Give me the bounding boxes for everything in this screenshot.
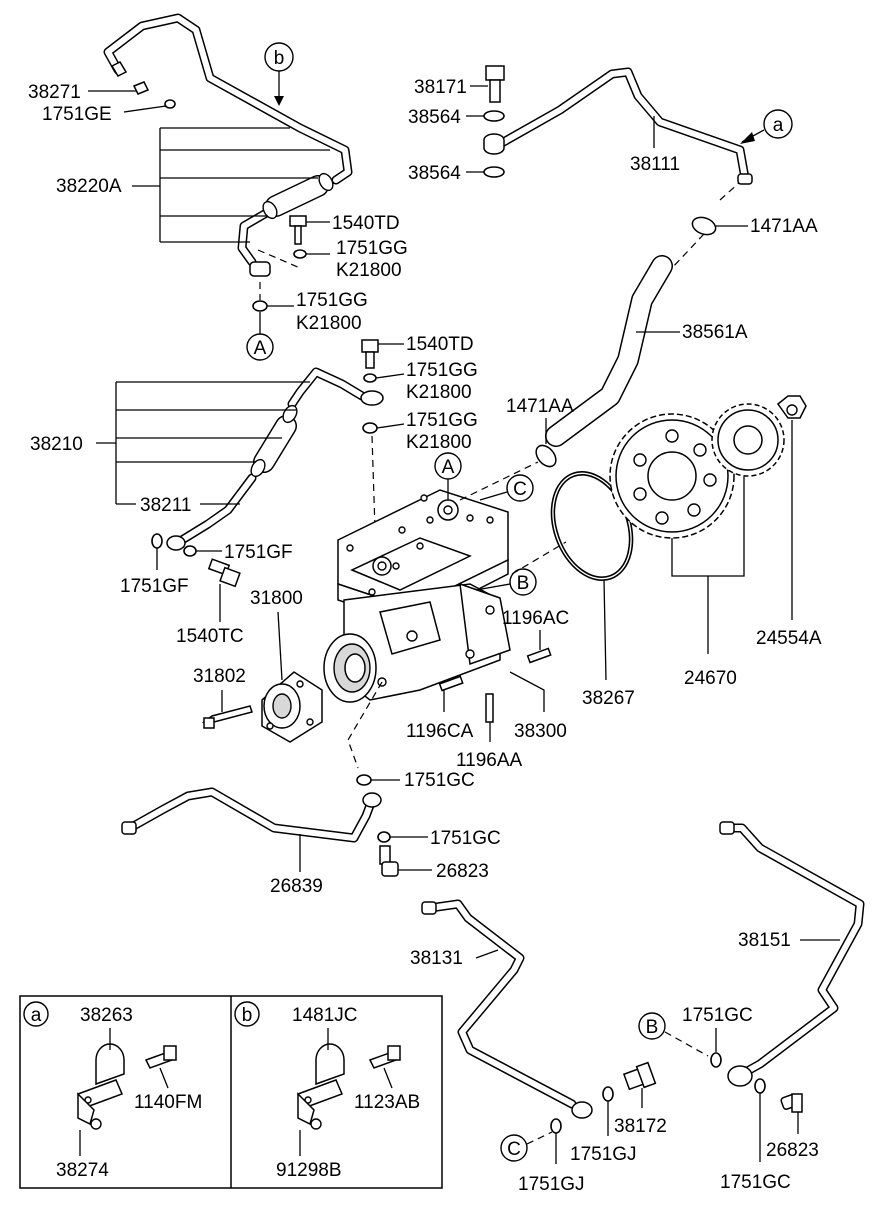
inset-label-1123AB: 1123AB [354,1092,420,1113]
label-38211: 38211 [140,495,191,516]
label-26823-2: 26823 [766,1140,819,1161]
label-1540TD-2: 1540TD [406,334,474,355]
inset-label-1481JC: 1481JC [292,1005,358,1026]
label-1751GG-3: 1751GG [406,360,478,381]
label-1751GF-1: 1751GF [120,576,189,597]
label-1471AA-1: 1471AA [750,216,818,237]
inset-box [19,995,443,1189]
pipe-assembly-b [103,13,353,277]
label-1751GF-2: 1751GF [224,542,293,563]
bolt-1540TD-1 [289,215,307,245]
inset-label-1140FM: 1140FM [134,1092,202,1113]
label-K21800-3: K21800 [406,382,472,403]
callout-A-top-text: A [254,338,267,359]
inset-key-a-text: a [31,1005,42,1026]
inset-key-b [234,1001,260,1027]
label-K21800-4: K21800 [406,432,472,453]
pipe-assembly-38210 [166,367,384,551]
inset-key-b-text: b [242,1005,253,1026]
label-38220A: 38220A [56,176,122,197]
label-26823-1: 26823 [436,861,489,882]
callout-C-mid [506,474,534,502]
callout-b-text: b [274,48,285,69]
label-24670: 24670 [684,668,737,689]
bolt-1540TD-2 [361,339,379,369]
label-1196AA: 1196AA [456,750,523,771]
pipe-38151 [719,821,865,1087]
inset-label-91298B: 91298B [276,1160,342,1181]
label-1751GC-2: 1751GC [430,828,501,849]
label-38564-1: 38564 [408,107,461,128]
label-24554A: 24554A [756,628,822,649]
label-38210: 38210 [30,434,83,455]
label-K21800-2: K21800 [296,313,362,334]
label-K21800-1: K21800 [336,260,402,281]
label-31800: 31800 [250,588,303,609]
bolt-26823-1 [379,845,399,877]
clamp-1481JC [296,1043,401,1130]
label-1751GJ-1: 1751GJ [570,1144,637,1165]
pipe-38111 [483,65,753,185]
callout-a-text: a [773,115,784,136]
label-1471AA-2: 1471AA [506,396,574,417]
bolt-1540TC [207,558,241,588]
callout-B-low [638,1012,666,1040]
coupling-31800 [261,671,323,743]
pipe-38131 [421,899,593,1119]
callout-B-mid [509,568,537,596]
compressor-assembly [323,489,511,703]
nut-24554A [776,395,807,419]
callout-B-low-text: B [646,1017,659,1038]
gear-small [711,403,785,477]
bolt-26823-2 [780,1093,803,1113]
clamp-38263 [76,1043,177,1130]
label-38300: 38300 [514,721,567,742]
label-38564-2: 38564 [408,163,461,184]
label-1751GG-2: 1751GG [296,290,368,311]
callout-C-low-text: C [507,1139,521,1160]
label-1540TD-1: 1540TD [332,213,400,234]
label-31802: 31802 [193,666,246,687]
label-38111: 38111 [630,154,680,175]
inset-label-38274: 38274 [56,1160,109,1181]
label-38172: 38172 [614,1116,667,1137]
label-1751GC-3: 1751GC [682,1005,753,1026]
label-38267: 38267 [582,688,635,709]
label-1751GC-4: 1751GC [720,1172,791,1193]
callout-a [763,109,793,139]
label-1751GC-1: 1751GC [404,770,475,791]
label-1751GE: 1751GE [42,104,112,125]
label-1196AC: 1196AC [502,608,569,629]
label-1540TC: 1540TC [176,626,244,647]
gear-large [609,413,735,539]
label-1751GG-1: 1751GG [336,238,408,259]
label-38561A: 38561A [682,322,748,343]
fitting-38172 [622,1061,657,1091]
label-26839: 26839 [270,876,323,897]
label-38171: 38171 [414,77,467,98]
label-38131: 38131 [410,948,463,969]
pipe-26839 [121,787,382,843]
inset-label-38263: 38263 [80,1005,133,1026]
callout-A-top [246,333,274,361]
label-1751GJ-2: 1751GJ [518,1174,585,1195]
callout-A-mid-text: A [442,457,455,478]
callout-C-mid-text: C [513,479,527,500]
label-1196CA: 1196CA [406,721,474,742]
label-38271: 38271 [28,82,81,103]
label-1751GG-4: 1751GG [406,410,478,431]
callout-C-low [500,1134,528,1162]
callout-B-mid-text: B [517,573,530,594]
inset-key-a [23,1001,49,1027]
label-38151: 38151 [738,930,791,951]
